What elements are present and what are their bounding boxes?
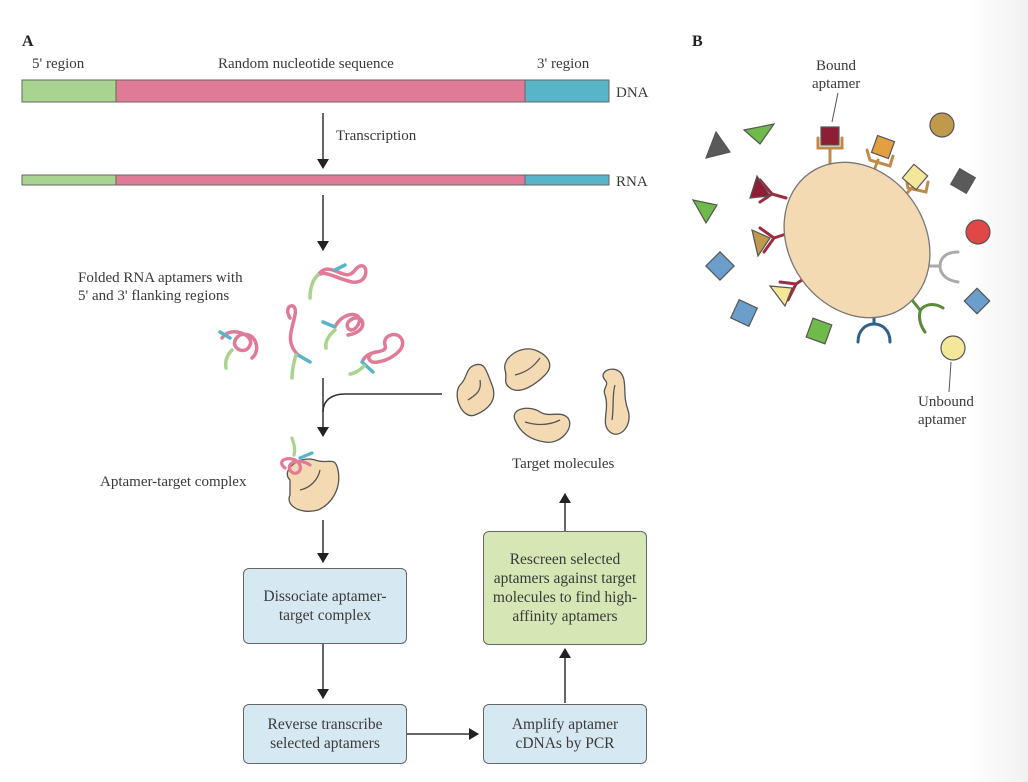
targets-merge-line — [322, 393, 442, 413]
ligand-square-green — [805, 317, 833, 345]
random-sequence-label: Random nucleotide sequence — [218, 56, 394, 72]
complex-aptamer — [280, 457, 312, 475]
target-molecule — [513, 407, 571, 443]
ligand-square-maroon — [820, 126, 840, 146]
dna-region-5 — [21, 79, 117, 103]
target-molecules — [456, 348, 630, 443]
bound-aptamer-label-line2: aptamer — [812, 76, 860, 92]
cell-target — [783, 161, 931, 319]
bound-aptamer-red-1 — [758, 178, 788, 204]
dna-random-region — [115, 79, 526, 103]
folded-aptamers — [218, 263, 405, 380]
ligand-triangle-maroon — [749, 174, 772, 199]
ligand-square-gray — [949, 167, 977, 195]
panel-b-label: B — [692, 33, 703, 50]
aptamer-5 — [348, 332, 405, 376]
dna-bar — [21, 79, 610, 103]
dna-label: DNA — [616, 85, 649, 101]
target-molecule — [504, 348, 551, 391]
unbound-aptamer-pointer — [948, 361, 952, 393]
transcription-label: Transcription — [336, 128, 417, 144]
ligand-triangle-gold — [751, 228, 771, 258]
folded-aptamers-label-line2: 5' and 3' flanking regions — [78, 288, 229, 304]
page-edge-shade — [968, 0, 1028, 782]
unbound-aptamer-gray — [924, 250, 960, 284]
aptamer-2 — [218, 330, 259, 370]
ligand-square-yellow — [901, 163, 929, 191]
unbound-aptamer-label-line2: aptamer — [918, 412, 966, 428]
rna-region-3 — [524, 174, 610, 186]
ligand-circle-yellow — [940, 335, 966, 361]
ligand-circle-red — [965, 219, 991, 245]
target-molecules-label: Target molecules — [512, 456, 615, 472]
target-molecule — [456, 363, 495, 417]
ligand-triangle-yellow — [768, 285, 793, 308]
region-5-label: 5' region — [32, 56, 85, 72]
ligand-square-blue — [705, 251, 735, 281]
rna-region-5 — [21, 174, 117, 186]
aptamer-3 — [286, 304, 312, 380]
aptamer-target-complex — [280, 436, 340, 512]
region-3-label: 3' region — [537, 56, 590, 72]
ligand-triangle-green — [742, 123, 776, 145]
step-rescreen: Rescreen selected aptamers against targe… — [483, 531, 647, 645]
ligand-triangle-gray — [705, 130, 731, 159]
aptamer-4 — [321, 312, 365, 350]
complex-label: Aptamer-target complex — [100, 474, 247, 490]
surface-aptamers — [758, 136, 960, 344]
ligand-square-orange — [870, 134, 896, 160]
step-reverse-transcribe: Reverse transcribe selected aptamers — [243, 704, 407, 764]
ligand-square-blue — [963, 287, 991, 315]
ligand-circle-gold — [929, 112, 955, 138]
aptamer-1 — [308, 263, 368, 300]
panel-a-label: A — [22, 33, 34, 50]
bound-aptamer-label-line1: Bound — [816, 58, 857, 74]
unbound-aptamer-label-line1: Unbound — [918, 394, 974, 410]
ligands — [691, 112, 991, 361]
target-molecule — [602, 368, 630, 435]
dna-region-3 — [524, 79, 610, 103]
ligand-square-blue — [729, 298, 759, 328]
rna-label: RNA — [616, 174, 648, 190]
step-amplify: Amplify aptamer cDNAs by PCR — [483, 704, 647, 764]
step-dissociate: Dissociate aptamer-target complex — [243, 568, 407, 644]
unbound-aptamer-green — [910, 298, 945, 334]
rna-random-region — [115, 174, 526, 186]
complex-target — [286, 458, 340, 512]
folded-aptamers-label-line1: Folded RNA aptamers with — [78, 270, 243, 286]
rna-bar — [21, 174, 610, 186]
bound-aptamer-pointer — [831, 92, 839, 123]
ligand-triangle-green — [691, 199, 718, 225]
